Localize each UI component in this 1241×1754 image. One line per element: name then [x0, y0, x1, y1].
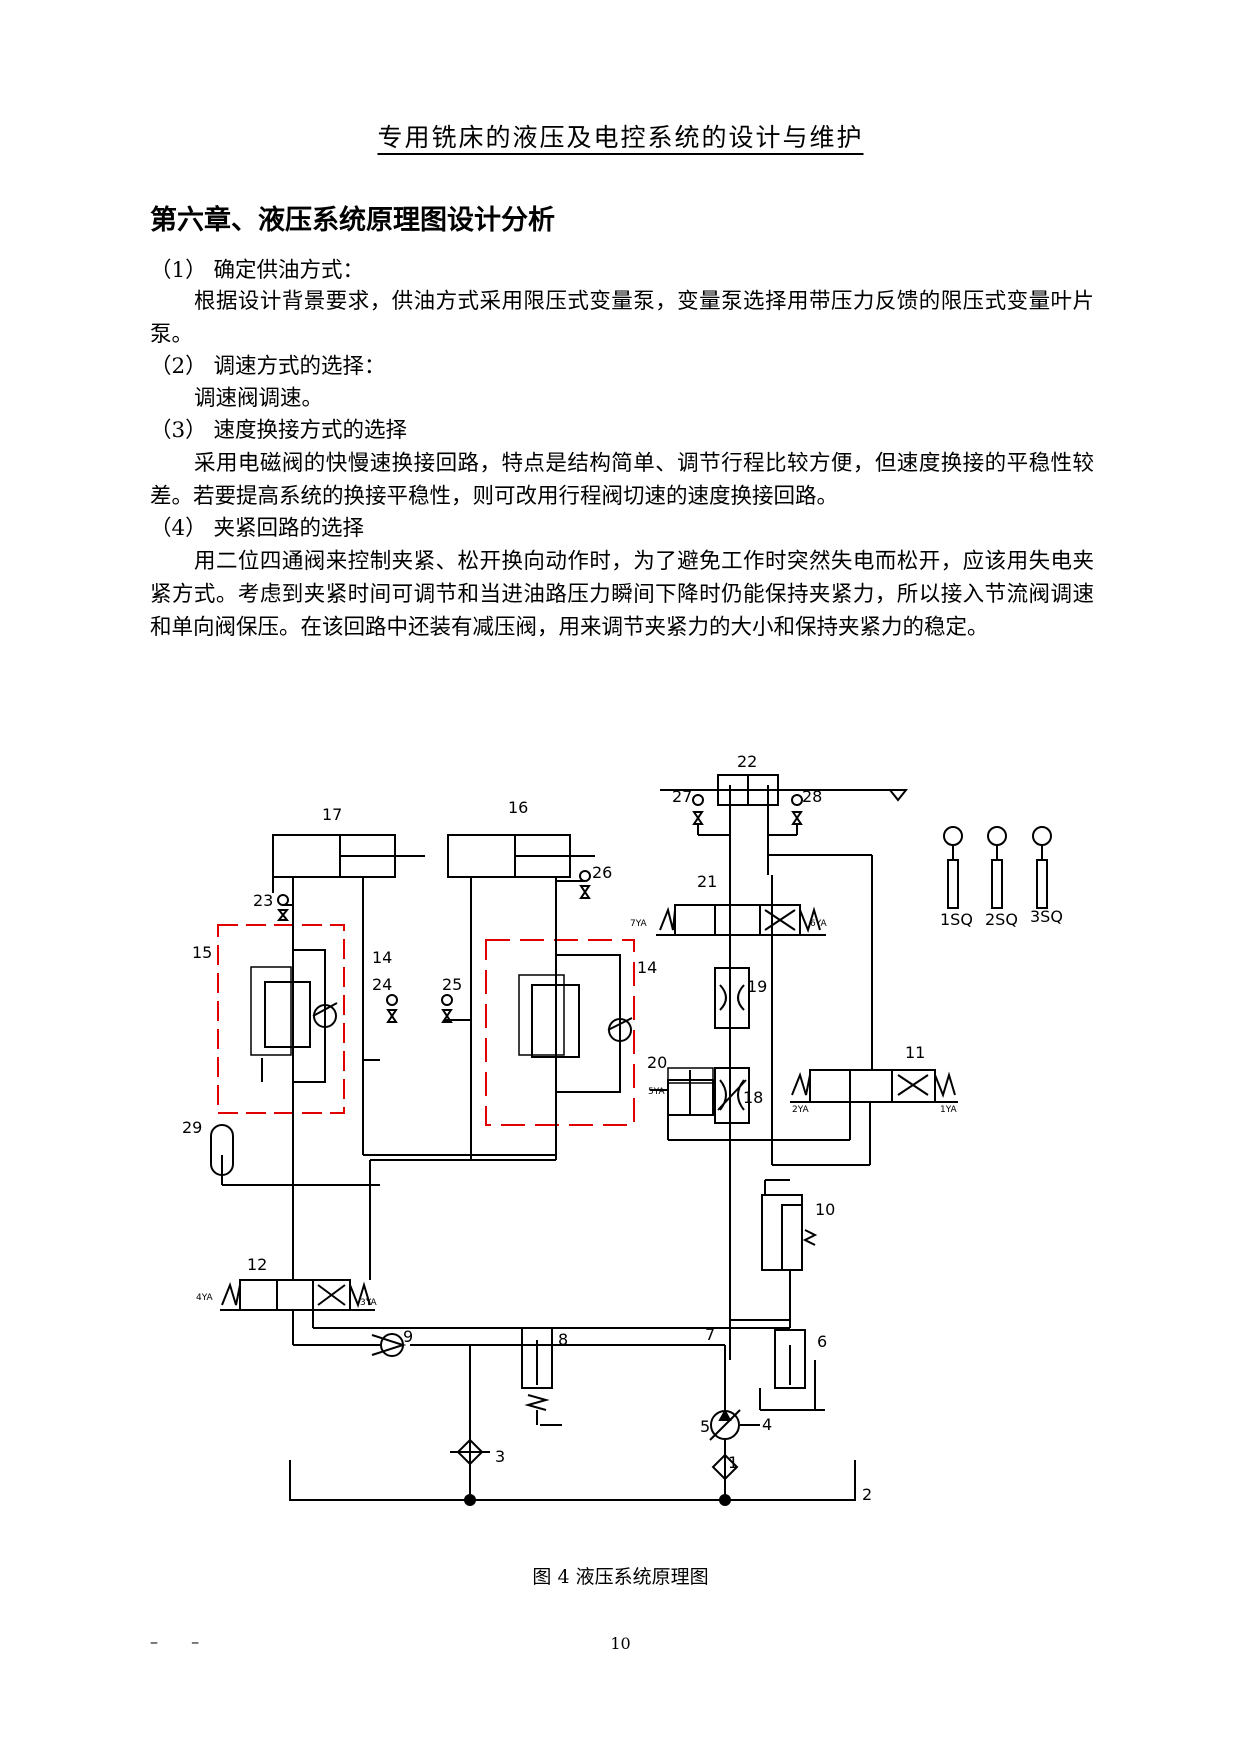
accumulator-29 [210, 1124, 234, 1176]
label-11: 11 [905, 1043, 925, 1062]
label-2: 2 [862, 1485, 872, 1504]
label-1: 1 [728, 1453, 738, 1472]
label-10: 10 [815, 1200, 835, 1219]
label-6ya: 6YA [810, 919, 828, 929]
label-29: 29 [182, 1118, 202, 1137]
throttle-valve-18 [714, 1067, 750, 1124]
label-2sq: 2SQ [985, 910, 1018, 929]
chapter-title: 第六章、液压系统原理图设计分析 [150, 205, 555, 236]
label-20: 20 [647, 1053, 667, 1072]
label-3: 3 [495, 1447, 505, 1466]
section-body: 用二位四通阀来控制夹紧、松开换向动作时，为了避免工作时突然失电而松开，应该用失电… [150, 549, 1094, 640]
section-body: 根据设计背景要求，供油方式采用限压式变量泵，变量泵选择用带压力反馈的限压式变量叶… [150, 289, 1094, 347]
reservoir-2 [289, 1460, 856, 1506]
gauge-25 [441, 994, 453, 1023]
gauge-23 [276, 894, 290, 921]
pump-5 [709, 1345, 760, 1441]
valve-group-14 [485, 939, 635, 1126]
label-21: 21 [697, 872, 717, 891]
section-heading: （3） 速度换接方式的选择 [150, 418, 408, 443]
throttle-valve-19 [714, 967, 750, 1029]
page-number: 10 [610, 1634, 631, 1653]
gauge-26 [579, 870, 591, 899]
label-3ya: 3YA [360, 1298, 378, 1308]
directional-valve-11 [790, 1069, 958, 1103]
label-3sq: 3SQ [1030, 907, 1063, 926]
label-14a: 14 [372, 948, 392, 967]
section-heading: （4） 夹紧回路的选择 [150, 516, 365, 541]
valve-20 [650, 1067, 714, 1116]
section-heading: （2） 调速方式的选择： [150, 354, 386, 379]
label-5ya: 5YA [648, 1087, 666, 1097]
section-body: 采用电磁阀的快慢速换接回路，特点是结构简单、调节行程比较方便，但速度换接的平稳性… [150, 451, 1094, 509]
relief-valve-6 [759, 1329, 825, 1411]
label-26: 26 [592, 863, 612, 882]
gauge-28 [791, 794, 803, 825]
label-14b: 14 [637, 958, 657, 977]
label-28: 28 [802, 787, 822, 806]
label-4ya: 4YA [196, 1293, 214, 1303]
directional-valve-12 [220, 1279, 375, 1311]
label-25: 25 [442, 975, 462, 994]
limit-switch-3sq [1032, 826, 1052, 909]
label-15: 15 [192, 943, 212, 962]
footer-dashes: – – [150, 1632, 214, 1651]
section-heading: （1） 确定供油方式： [150, 258, 365, 283]
label-1ya: 1YA [940, 1105, 958, 1115]
directional-valve-21 [656, 904, 826, 936]
label-27: 27 [672, 787, 692, 806]
gauge-24 [386, 994, 398, 1023]
cylinder-16 [447, 834, 595, 878]
diagram-labels: 1 2 3 4 5 6 7 8 9 10 11 12 14 14 15 16 1… [182, 752, 1063, 1504]
label-6: 6 [817, 1332, 827, 1351]
check-valve-9 [371, 1333, 407, 1357]
label-16: 16 [508, 798, 528, 817]
gauge-27 [692, 794, 704, 825]
label-22: 22 [737, 752, 757, 771]
limit-switch-2sq [987, 826, 1007, 909]
label-24: 24 [372, 975, 392, 994]
cooler-3 [450, 1345, 490, 1500]
section-body: 调速阀调速。 [194, 386, 324, 411]
limit-switch-1sq [943, 826, 963, 909]
label-9: 9 [403, 1327, 413, 1346]
label-12: 12 [247, 1255, 267, 1274]
label-5: 5 [700, 1417, 710, 1436]
label-1sq: 1SQ [940, 910, 973, 929]
label-19: 19 [747, 977, 767, 996]
label-8: 8 [558, 1330, 568, 1349]
label-17: 17 [322, 805, 342, 824]
valve-10 [761, 1179, 818, 1271]
valve-group-15 [217, 924, 345, 1114]
label-7ya: 7YA [630, 919, 648, 929]
running-header: 专用铣床的液压及电控系统的设计与维护 [0, 118, 1241, 154]
running-header-text: 专用铣床的液压及电控系统的设计与维护 [377, 123, 864, 152]
label-7: 7 [705, 1325, 715, 1344]
figure-caption: 图 4 液压系统原理图 [532, 1566, 709, 1588]
cylinder-17 [272, 834, 425, 1155]
valve-22 [660, 774, 909, 806]
label-2ya: 2YA [792, 1105, 810, 1115]
label-4: 4 [762, 1415, 772, 1434]
filter-1 [711, 1439, 739, 1500]
label-23: 23 [253, 891, 273, 910]
label-18: 18 [743, 1088, 763, 1107]
valve-8 [521, 1327, 562, 1426]
